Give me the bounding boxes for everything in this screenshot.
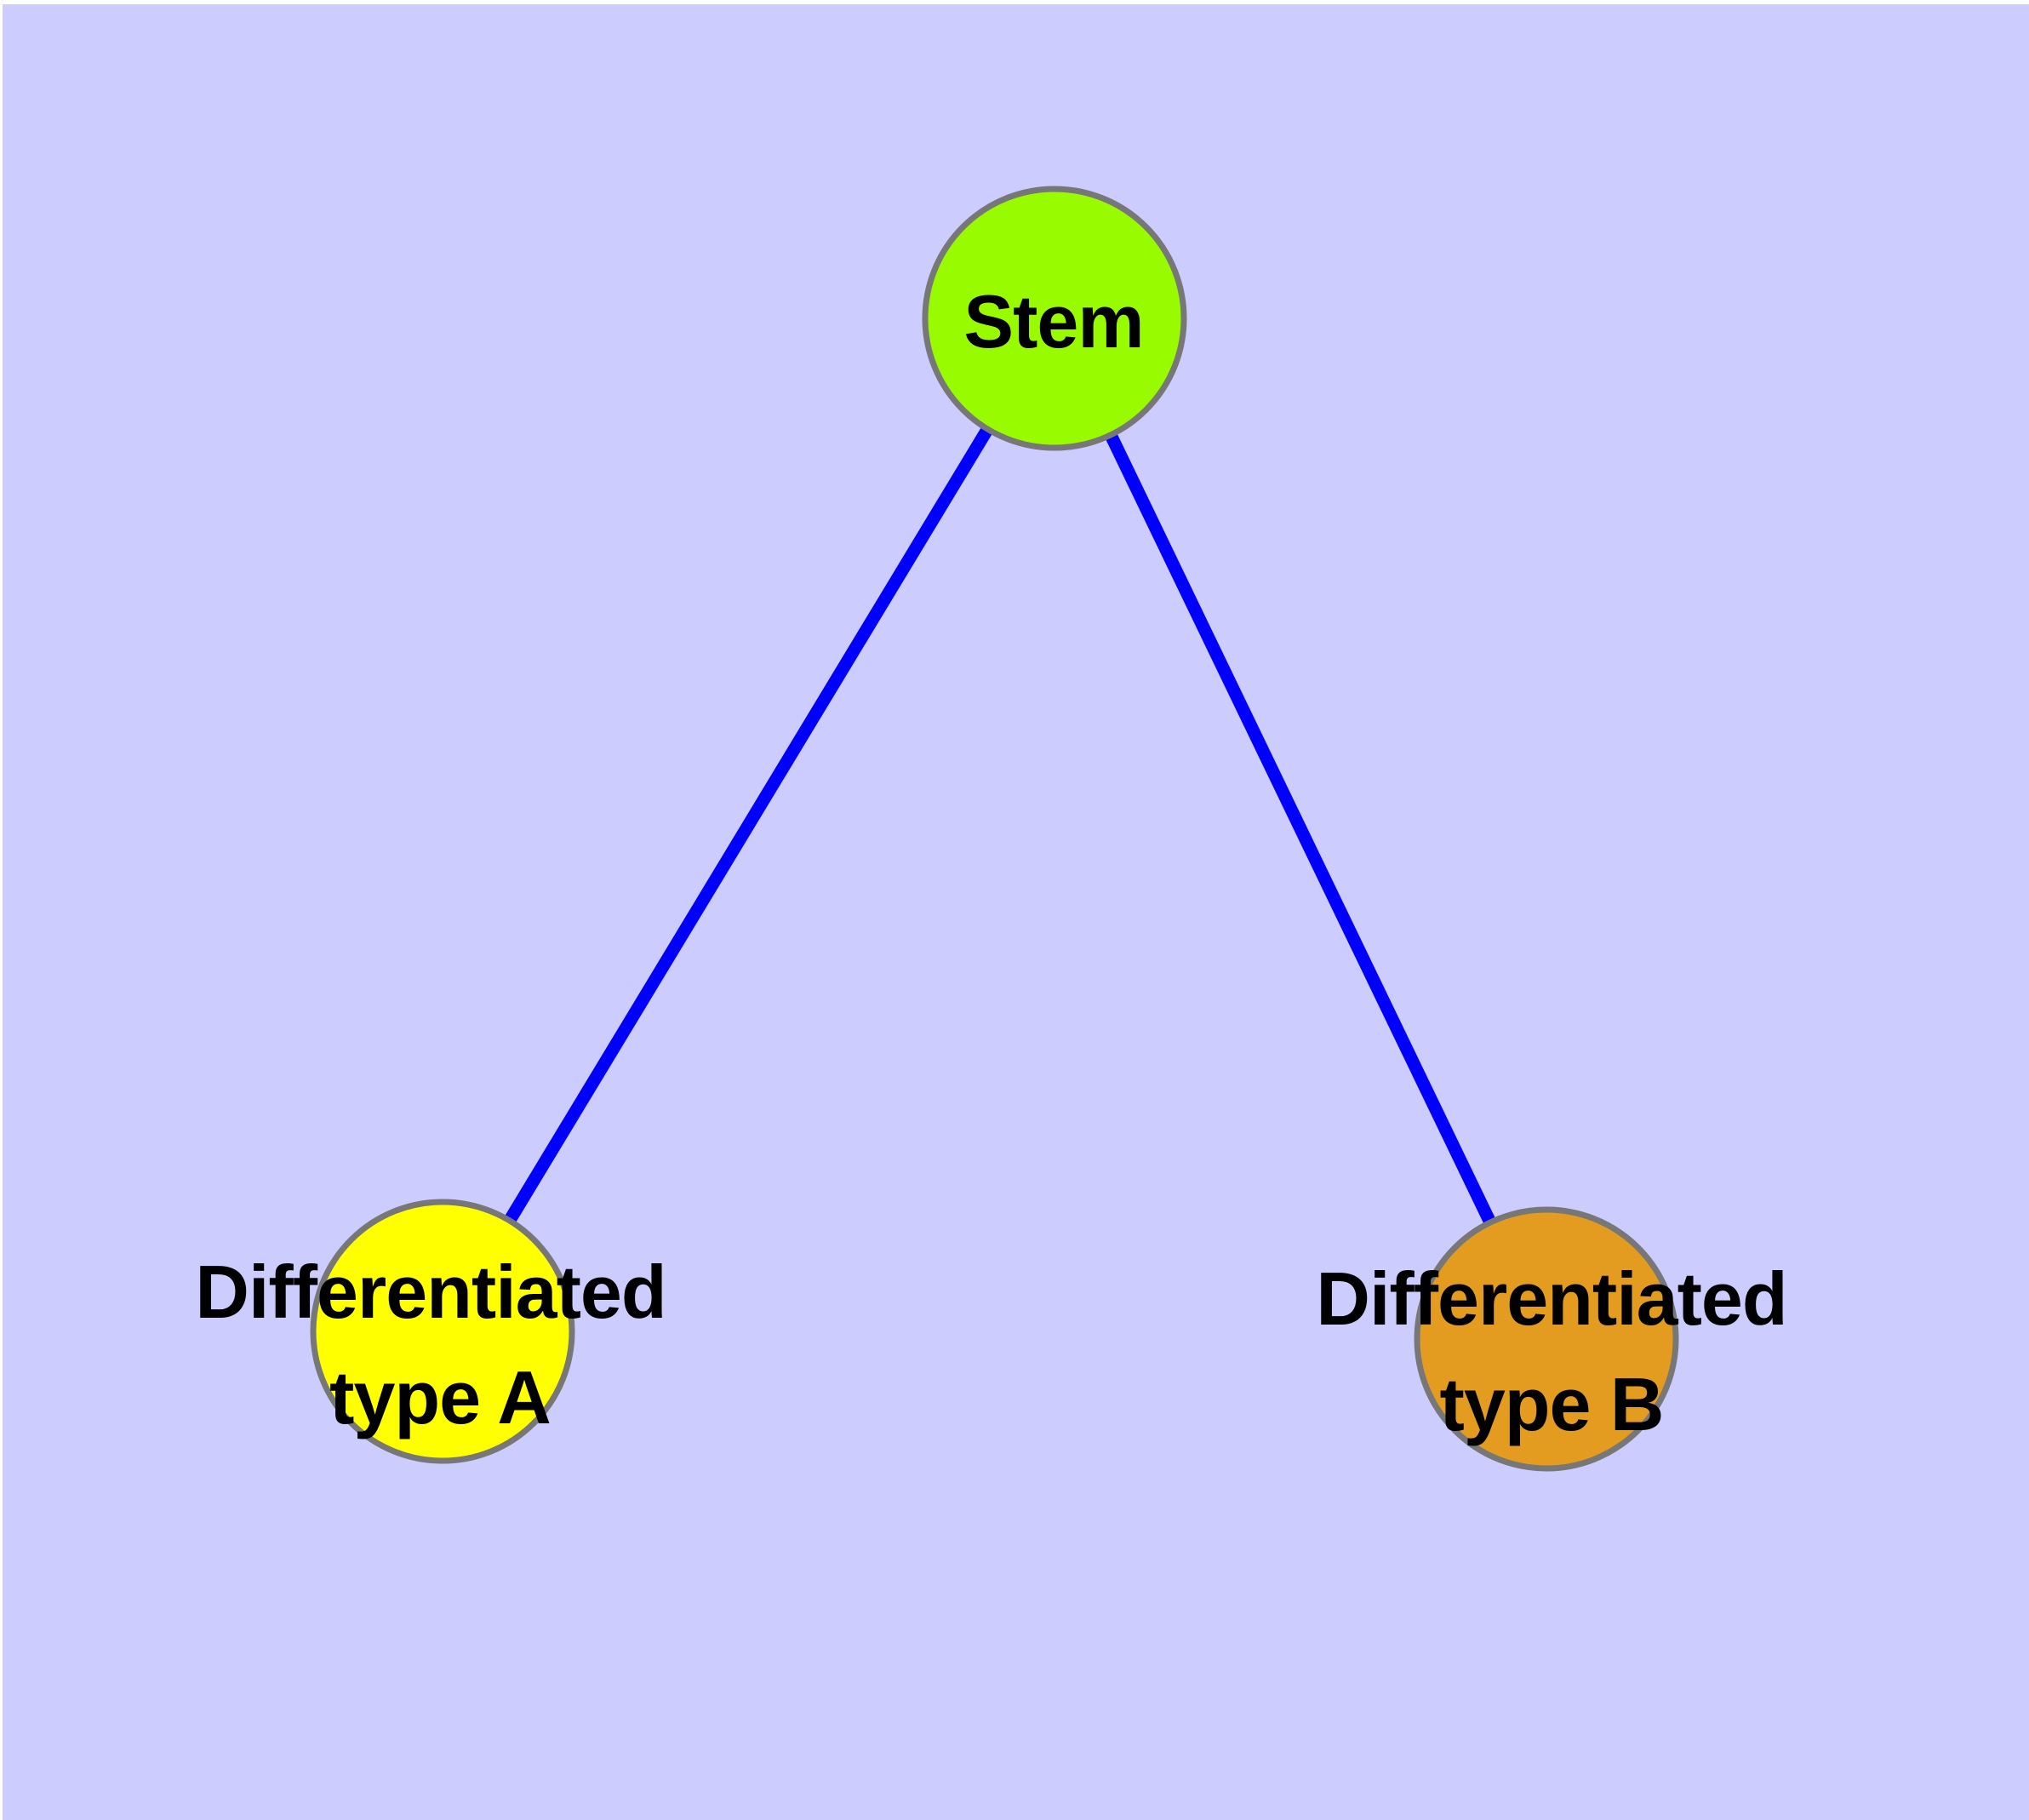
node-type-b-circle xyxy=(1414,1206,1679,1472)
node-type-b-label-line1: Differentiated xyxy=(1316,1256,1786,1341)
node-type-a-label-line1: Differentiated xyxy=(195,1250,666,1334)
edge-layer xyxy=(437,315,1552,1342)
edge-stem-to-type-a xyxy=(437,315,1060,1335)
node-stem-circle xyxy=(922,186,1187,451)
node-stem-label: Stem xyxy=(963,279,1143,363)
node-type-a-circle xyxy=(310,1199,575,1464)
node-type-a-label-line2: type A xyxy=(329,1355,551,1439)
node-stem: Stem xyxy=(922,186,1187,451)
node-type-a: Differentiated type A xyxy=(195,1199,667,1464)
node-type-b-label-line2: type B xyxy=(1440,1362,1664,1446)
node-type-b: Differentiated type B xyxy=(1316,1206,1788,1472)
edge-stem-to-type-b xyxy=(1049,315,1552,1342)
